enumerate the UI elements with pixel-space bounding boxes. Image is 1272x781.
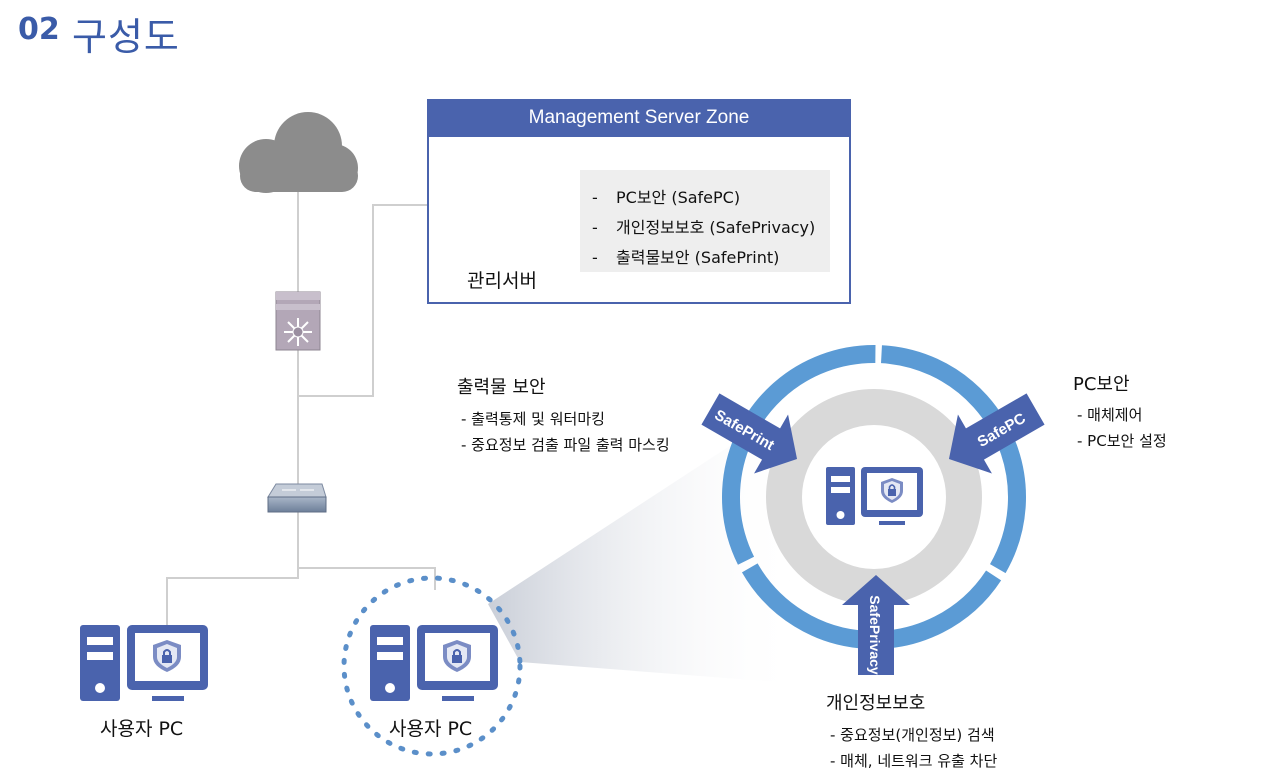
server-label: 관리서버 — [467, 270, 537, 292]
line-switch-pc1 — [166, 512, 299, 625]
switch-icon — [267, 483, 327, 513]
line-switch-pc2 — [298, 567, 436, 590]
print-module-item-1: - 출력통제 및 워터마킹 — [461, 410, 605, 428]
management-zone-title: Management Server Zone — [427, 99, 851, 137]
user-pc-icon-2 — [370, 625, 498, 701]
center-pc-icon — [826, 467, 923, 525]
safeprivacy-arrow-label: SafePrivacy — [867, 595, 883, 675]
cloud-icon — [239, 112, 358, 193]
pc-module-title: PC보안 — [1073, 374, 1130, 395]
print-module-item-2: - 중요정보 검출 파일 출력 마스킹 — [461, 436, 670, 454]
zoom-wedge — [488, 400, 800, 683]
privacy-module-item-2: - 매체, 네트워크 유출 차단 — [830, 752, 998, 770]
user-pc-label-2: 사용자 PC — [389, 718, 473, 740]
privacy-module-title: 개인정보보호 — [826, 693, 926, 714]
user-pc-label-1: 사용자 PC — [100, 718, 184, 740]
page-number: 02 — [18, 12, 60, 47]
pc-module-item-1: - 매체제어 — [1077, 406, 1143, 424]
feature-item-safeprivacy: -개인정보보호 (SafePrivacy) — [592, 218, 816, 237]
print-module-title: 출력물 보안 — [457, 377, 546, 398]
feature-item-safeprint: -출력물보안 (SafePrint) — [592, 248, 780, 267]
pc-module-item-2: - PC보안 설정 — [1077, 432, 1167, 450]
feature-panel — [580, 170, 830, 272]
feature-item-safepc: -PC보안 (SafePC) — [592, 188, 741, 207]
selected-pc-highlight — [341, 575, 523, 757]
safeprivacy-arrow: SafePrivacy — [842, 575, 910, 675]
router-icon — [275, 291, 321, 351]
user-pc-icon-1 — [80, 625, 208, 701]
network-lines — [166, 190, 436, 625]
privacy-module-item-1: - 중요정보(개인정보) 검색 — [830, 726, 995, 744]
line-to-server — [298, 204, 428, 397]
page-title: 구성도 — [72, 15, 180, 59]
